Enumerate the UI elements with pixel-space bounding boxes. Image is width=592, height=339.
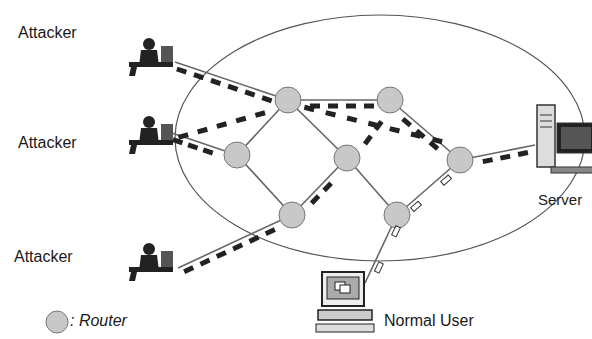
packet [183,265,194,274]
user-computer-icon [316,272,374,332]
packet [310,194,321,205]
packet [322,181,333,192]
packet [368,121,379,128]
attacker-icon [129,38,173,76]
packet [328,104,338,109]
router-links [172,62,535,283]
packet [375,262,384,273]
packet [363,134,373,145]
packet [178,132,189,140]
packet [410,132,421,139]
legend-row: : Router [64,312,127,330]
packet [346,116,357,123]
packet [346,104,356,109]
server-label: Server [538,192,582,209]
network-ellipse [175,15,585,261]
packet [482,157,493,164]
packet [411,201,422,211]
packet [265,227,276,236]
legend-router-symbol [46,311,68,333]
attacker-label: Attacker [14,248,73,266]
routers [224,87,473,228]
packet [176,67,187,75]
packet [232,243,243,252]
legend-text: : Router [70,312,127,330]
packet [441,175,452,185]
packet [325,110,336,117]
packet [248,235,259,244]
packet [364,104,374,109]
packet [187,142,198,150]
packet [216,250,227,259]
packet [261,95,272,103]
packet [304,105,315,112]
packet [244,90,255,98]
server-icon [537,105,592,173]
packets [172,67,528,274]
user-label: Normal User [384,312,474,330]
packet [401,117,412,127]
attacker-icon [129,116,173,154]
packet [518,150,529,157]
packet [227,84,238,92]
packet [193,72,204,80]
packet [500,154,511,161]
packet [389,126,400,133]
attacker-icon [129,243,173,281]
packet [236,116,247,124]
packet [210,78,221,86]
packet [255,110,266,118]
attacker-label: Attacker [18,134,77,152]
packet [199,258,210,267]
attacker-label: Attacker [18,24,77,42]
packet [202,148,213,156]
packet [216,121,227,129]
packet [432,137,443,144]
packet [392,226,401,237]
packet [197,127,208,135]
